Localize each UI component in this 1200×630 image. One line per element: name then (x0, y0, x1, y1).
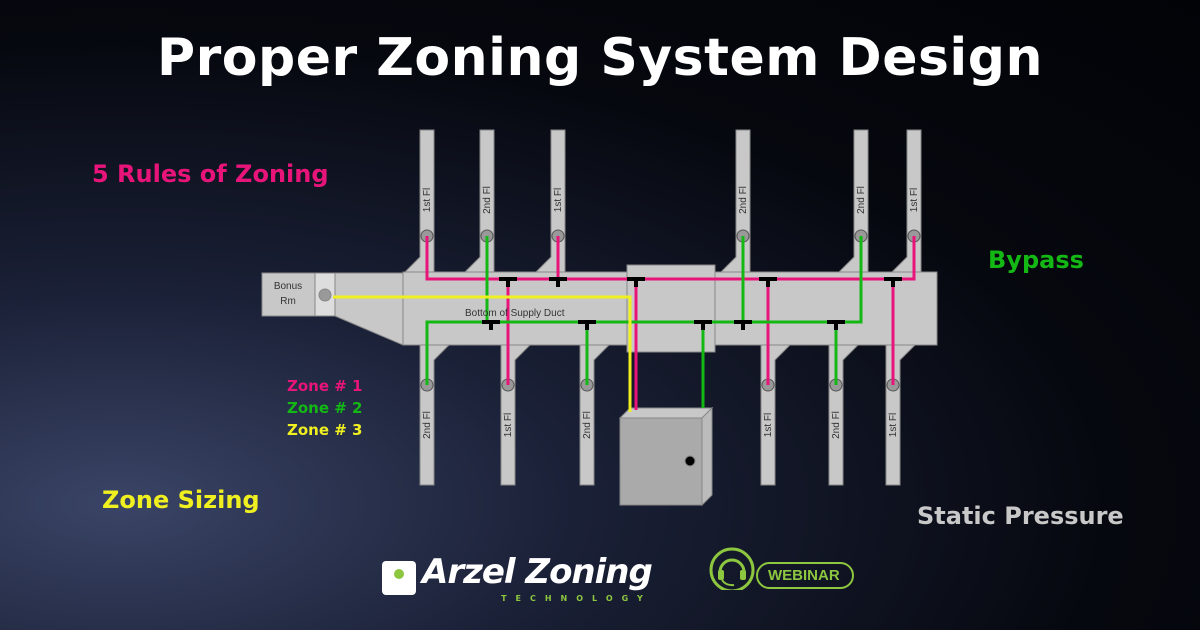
damper-icon (318, 288, 332, 302)
branch-label: 1st Fl (763, 413, 774, 437)
topic-rules: 5 Rules of Zoning (92, 160, 329, 188)
legend-zone-2: Zone # 2 (287, 399, 363, 417)
branch-label: 2nd Fl (422, 411, 433, 439)
duct-reducer (334, 272, 404, 346)
branch-label: 1st Fl (503, 413, 514, 437)
tee-fitting (694, 320, 712, 330)
zone-wire (425, 236, 916, 281)
tee-fitting (884, 277, 902, 287)
brand-name: Arzel Zoning (422, 552, 653, 592)
zone-wire (333, 295, 632, 412)
topic-static-pressure: Static Pressure (917, 502, 1124, 530)
zone-wire (425, 236, 863, 385)
legend-zone-1: Zone # 1 (287, 377, 363, 395)
tee-fitting (549, 277, 567, 287)
branch-label: 1st Fl (422, 188, 433, 212)
webinar-badge: WEBINAR (756, 562, 854, 589)
tee-fitting (578, 320, 596, 330)
branch-label: 2nd Fl (831, 411, 842, 439)
tee-fitting (759, 277, 777, 287)
bonus-room-duct (261, 272, 316, 317)
furnace-port (684, 455, 696, 467)
furnace-top (618, 407, 714, 419)
topic-zone-sizing: Zone Sizing (102, 486, 260, 514)
bonus-room-label-line1: Bonus (274, 281, 302, 292)
branch-label: 2nd Fl (582, 411, 593, 439)
logo-icon (382, 561, 416, 595)
tee-fitting (499, 277, 517, 287)
brand-tagline: TECHNOLOGY (501, 594, 652, 603)
branch-label: 1st Fl (909, 188, 920, 212)
arzel-logo: Arzel Zoning TECHNOLOGY (382, 552, 653, 604)
branch-label: 2nd Fl (482, 186, 493, 214)
page-title: Proper Zoning System Design (157, 28, 1043, 88)
branch-label: 2nd Fl (738, 186, 749, 214)
tee-fitting (734, 320, 752, 330)
tee-fitting (827, 320, 845, 330)
headset-icon (709, 547, 755, 590)
furnace-side (701, 406, 713, 507)
branch-label: 1st Fl (553, 188, 564, 212)
branch-label: 2nd Fl (856, 186, 867, 214)
tee-fitting (627, 277, 645, 287)
branch-label: 1st Fl (888, 413, 899, 437)
topic-bypass: Bypass (988, 246, 1084, 274)
tee-fitting (482, 320, 500, 330)
legend-zone-3: Zone # 3 (287, 421, 363, 439)
duct-label: Bottom of Supply Duct (465, 308, 565, 319)
bonus-room-label-line2: Rm (280, 296, 296, 307)
